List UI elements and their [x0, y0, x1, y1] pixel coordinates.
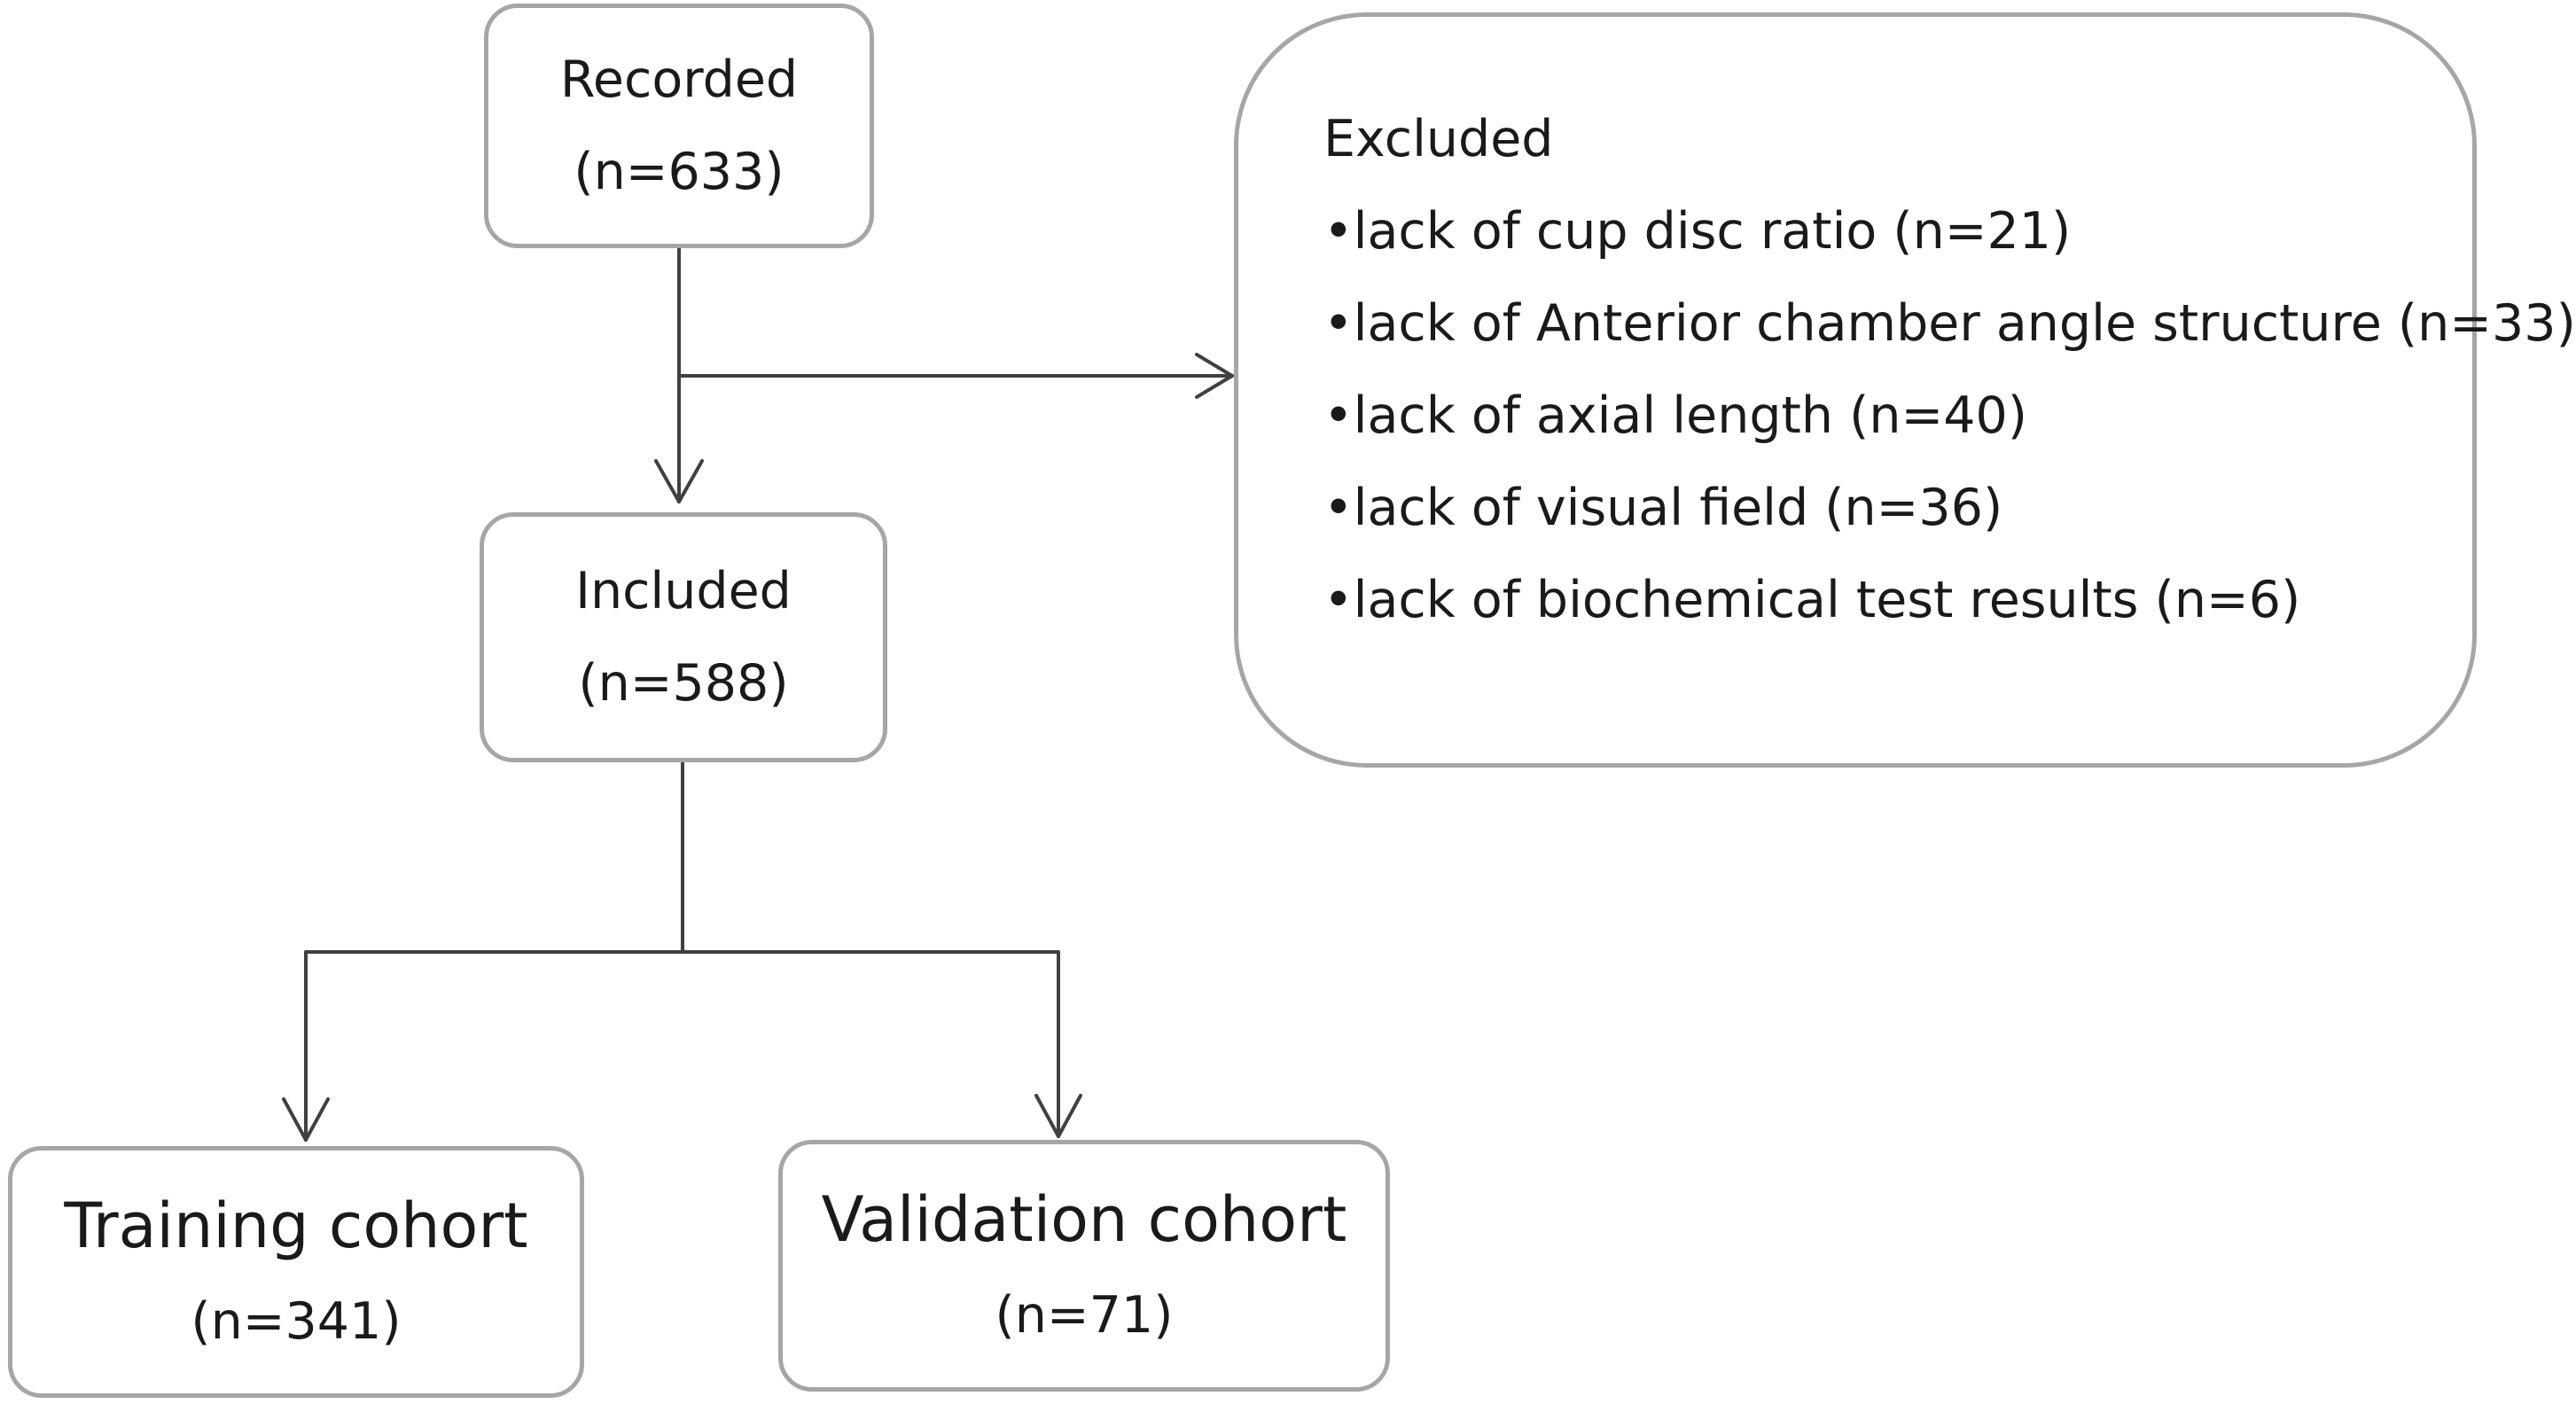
excluded-item-text: lack of Anterior chamber angle structure… [1353, 294, 2576, 353]
excluded-title: Excluded [1323, 110, 1554, 168]
validation-cohort-box: Validation cohort (n=71) [778, 1140, 1390, 1392]
recorded-count: (n=633) [574, 143, 785, 201]
training-cohort-box: Training cohort (n=341) [8, 1146, 584, 1398]
included-label: Included [575, 562, 792, 620]
excluded-arrowhead [1195, 353, 1234, 399]
included-box: Included (n=588) [480, 512, 887, 762]
training-count: (n=341) [191, 1292, 402, 1351]
training-label: Training cohort [64, 1190, 528, 1262]
excluded-box: Excluded •lack of cup disc ratio (n=21) … [1234, 12, 2576, 768]
bullet: • [1323, 479, 1354, 537]
recorded-label: Recorded [559, 51, 799, 109]
excluded-item-text: lack of visual field (n=36) [1353, 479, 2003, 537]
excluded-item: •lack of Anterior chamber angle structur… [1323, 277, 2576, 370]
bullet: • [1323, 294, 1354, 353]
bullet: • [1323, 386, 1354, 445]
excluded-item-text: lack of cup disc ratio (n=21) [1353, 202, 2072, 261]
flow-connectors [282, 246, 1234, 1142]
bullet: • [1323, 202, 1354, 261]
excluded-item: •lack of visual field (n=36) [1323, 462, 2451, 554]
validation-label: Validation cohort [821, 1183, 1347, 1256]
included-arrowhead [654, 459, 704, 503]
excluded-item-text: lack of biochemical test results (n=6) [1353, 571, 2301, 629]
training-arrowhead [282, 1097, 330, 1142]
included-count: (n=588) [578, 654, 789, 713]
excluded-item: •lack of axial length (n=40) [1323, 370, 2451, 462]
excluded-item-text: lack of axial length (n=40) [1353, 386, 2027, 445]
validation-arrowhead [1034, 1094, 1082, 1138]
excluded-item: •lack of cup disc ratio (n=21) [1323, 185, 2451, 277]
bullet: • [1323, 571, 1354, 629]
excluded-item: •lack of biochemical test results (n=6) [1323, 554, 2451, 646]
recorded-box: Recorded (n=633) [484, 4, 874, 248]
validation-count: (n=71) [995, 1286, 1174, 1345]
